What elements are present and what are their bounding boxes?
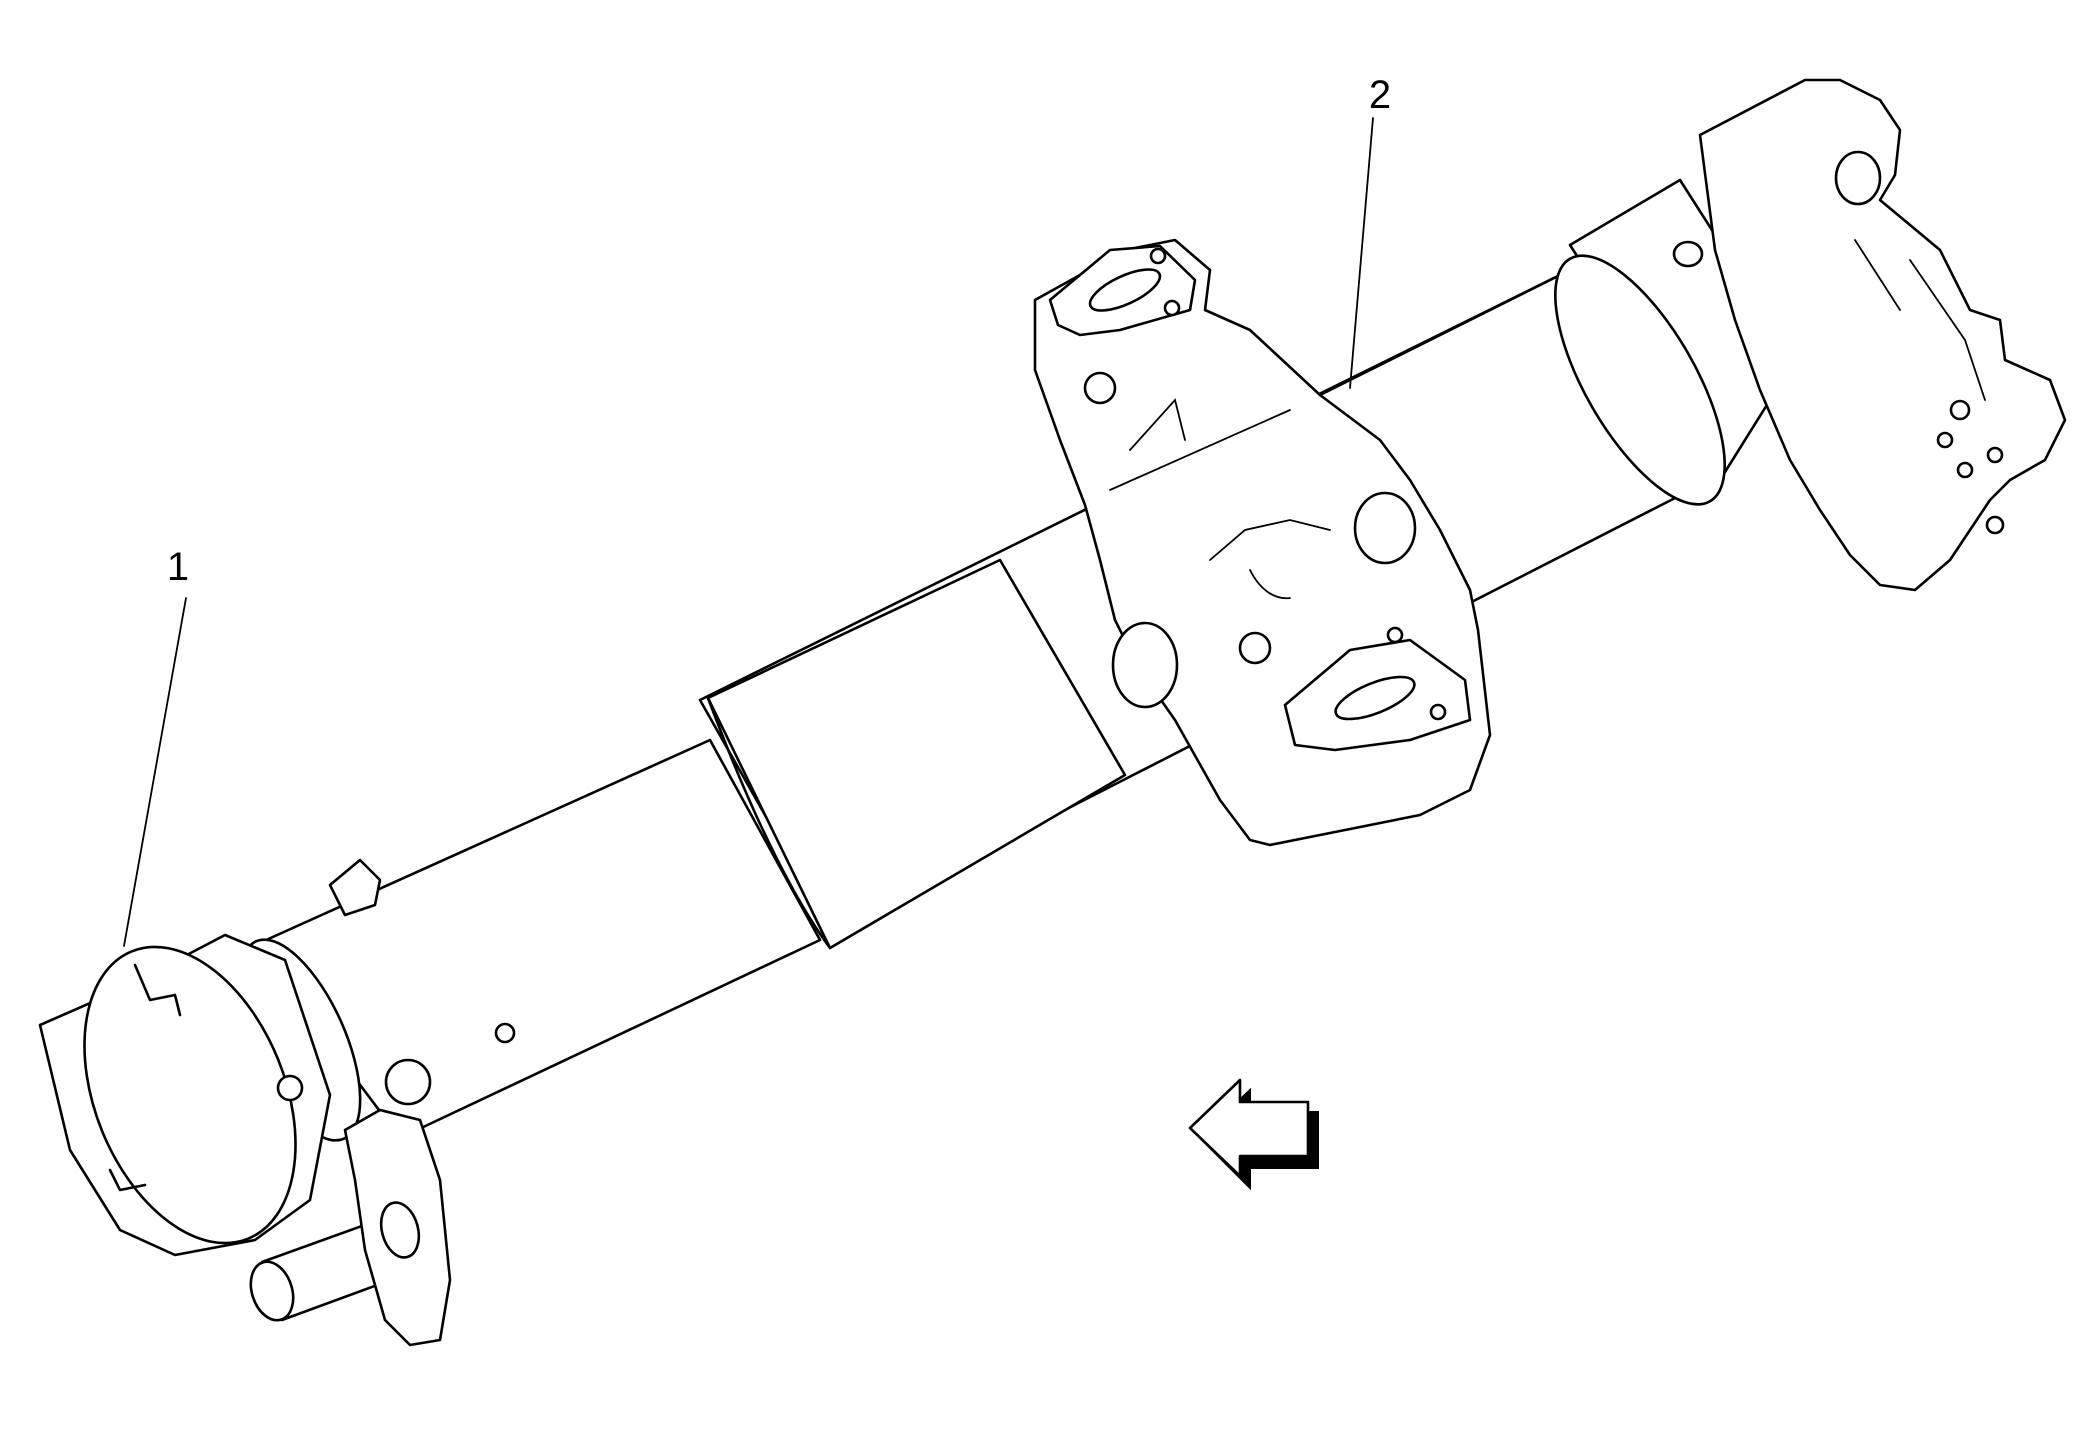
lower-end-housing [38, 933, 332, 1257]
left-arrow-icon [1188, 1078, 1319, 1191]
upper-collar [1554, 178, 1797, 506]
column-sleeve [706, 558, 1127, 950]
callout-1: 1 [123, 545, 189, 947]
lower-mounting-bracket [276, 858, 516, 1347]
center-mounting-bracket [1033, 238, 1492, 847]
callout-2: 2 [1349, 73, 1391, 389]
callout-2-label: 2 [1369, 73, 1391, 117]
upper-yoke-mount [1698, 78, 2067, 592]
callout-1-label: 1 [167, 545, 189, 589]
